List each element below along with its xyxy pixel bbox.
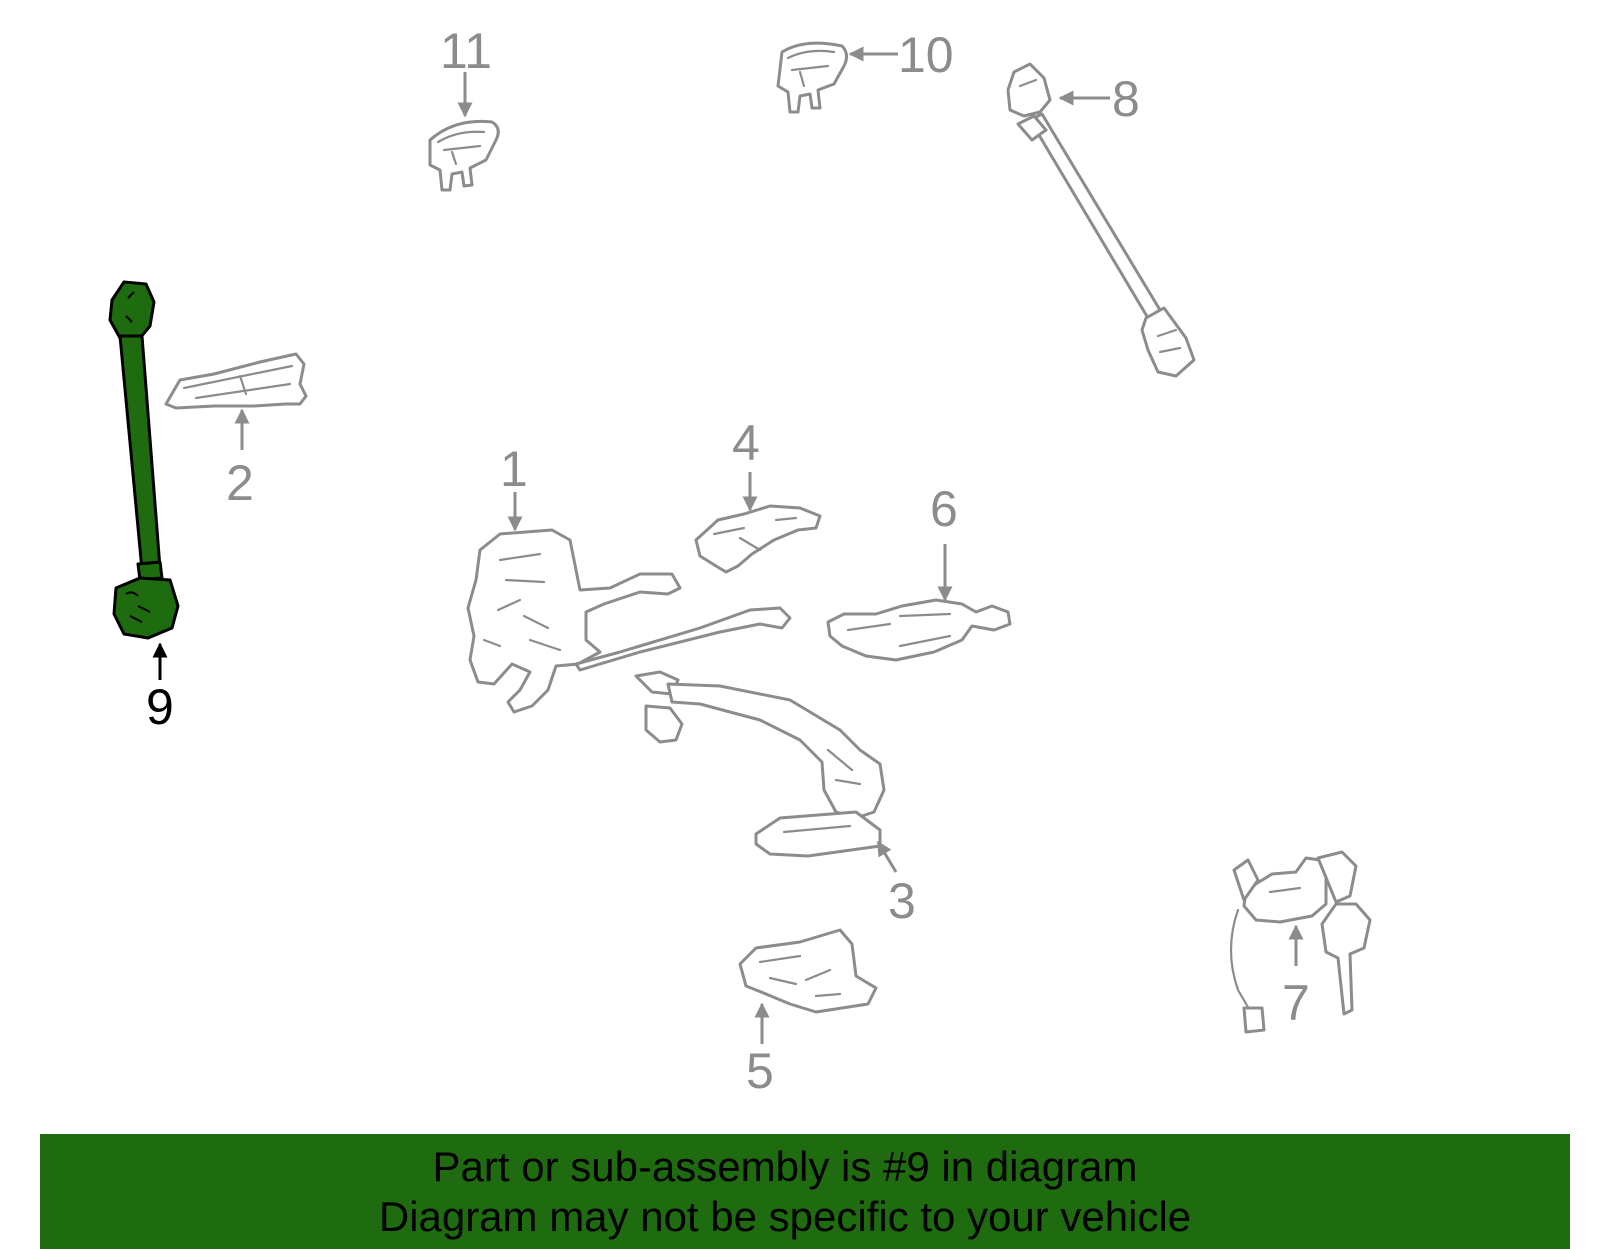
part-8-lift-support[interactable] xyxy=(1006,62,1196,378)
part-11-clip[interactable] xyxy=(428,119,500,192)
callout-5[interactable]: 5 xyxy=(746,1043,774,1099)
callout-3[interactable]: 3 xyxy=(888,873,916,929)
callout-2[interactable]: 2 xyxy=(226,455,254,511)
callout-6[interactable]: 6 xyxy=(930,481,958,537)
part-6-actuator[interactable] xyxy=(826,598,1012,662)
callout-8[interactable]: 8 xyxy=(1112,71,1140,127)
exploded-parts-diagram: 11 10 8 9 xyxy=(108,23,1372,1099)
part-2-bracket[interactable] xyxy=(164,352,308,410)
callout-11[interactable]: 11 xyxy=(440,23,492,79)
part-9-lift-support-highlighted[interactable] xyxy=(108,280,180,640)
part-7-cylinder-and-keys[interactable] xyxy=(1229,850,1372,1034)
banner-line-part-number: Part or sub-assembly is #9 in diagram xyxy=(432,1142,1138,1190)
callout-9[interactable]: 9 xyxy=(146,679,174,735)
part-1-latch-assembly[interactable] xyxy=(466,528,792,714)
callout-1[interactable]: 1 xyxy=(500,441,528,497)
banner-line-disclaimer: Diagram may not be specific to your vehi… xyxy=(378,1192,1192,1240)
part-5-striker[interactable] xyxy=(738,928,878,1014)
callout-10[interactable]: 10 xyxy=(898,27,954,83)
callout-4[interactable]: 4 xyxy=(732,415,760,471)
part-3-lock-assembly[interactable] xyxy=(634,670,886,858)
part-10-clip[interactable] xyxy=(776,41,849,114)
callout-7[interactable]: 7 xyxy=(1282,975,1310,1031)
part-4-lever[interactable] xyxy=(694,504,822,574)
leader-3 xyxy=(876,840,898,873)
info-banner: Part or sub-assembly is #9 in diagram Di… xyxy=(40,1134,1570,1249)
